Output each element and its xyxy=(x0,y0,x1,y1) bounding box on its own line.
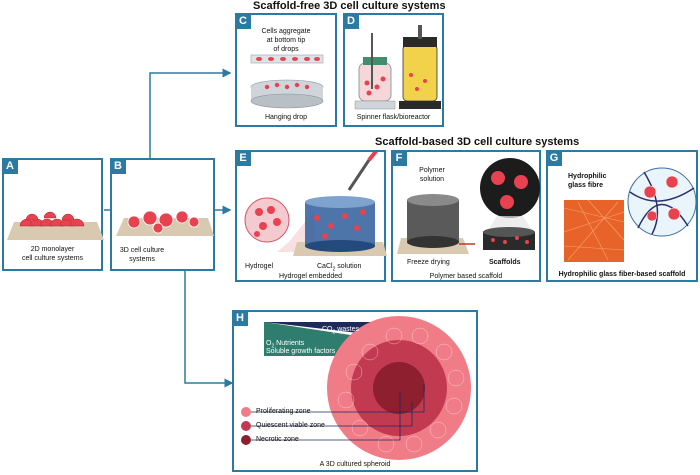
label-polymer: Polymer xyxy=(419,167,445,174)
caption-line1: 2D monolayer xyxy=(30,246,75,253)
panel-g-glass-fiber: G Hydrophilic glass fibre Hydrophilic gl… xyxy=(546,150,698,282)
hydrogel-embedding-illustration xyxy=(244,152,387,256)
polymer-scaffold-illustration xyxy=(397,158,540,254)
panel-letter: C xyxy=(235,13,251,29)
legend-quiescent-viable-zone: Quiescent viable zone xyxy=(256,422,325,429)
legend-necrotic-zone: Necrotic zone xyxy=(256,436,299,443)
panel-c-hanging-drop: C Cells aggregate at bottom tip of drops… xyxy=(235,13,337,127)
label-o2-nutrients: O2 Nutrients xyxy=(266,339,304,351)
panel-f-polymer-scaffold: F Polymer solution Freeze drying Scaffol… xyxy=(391,150,541,282)
spheroids-on-surface xyxy=(116,210,214,236)
panel-d-spinner-flask: D Spinner flask/bioreactor xyxy=(343,13,444,127)
monolayer-illustration xyxy=(7,211,104,240)
solution-text: solution xyxy=(335,263,362,270)
panel-e-hydrogel: E Hydrogel CaCl2 solution Hydrogel embed… xyxy=(235,150,387,282)
cacl-subscript: 2 xyxy=(332,266,336,273)
panel-letter: F xyxy=(391,150,407,166)
label-solution: solution xyxy=(419,176,445,183)
panel-letter: G xyxy=(546,150,562,166)
label-hydrophilic: Hydrophilic xyxy=(568,173,607,180)
label-bottom-tip: at bottom tip xyxy=(266,37,306,44)
label-scaffolds: Scaffolds xyxy=(489,259,521,266)
panel-letter: A xyxy=(2,158,18,174)
label-growth-factors: Soluble growth factors xyxy=(266,348,336,355)
panel-h-spheroid: H CO2 wastes O2 Nutrients Soluble growth… xyxy=(232,310,478,472)
caption-line2: cell culture systems xyxy=(21,255,84,262)
panel-letter: D xyxy=(343,13,359,29)
glass-fiber-scaffold-illustration xyxy=(563,167,697,262)
spinner-flask-bioreactor-illustration xyxy=(354,25,441,110)
panel-a-2d-monolayer: A 2D monolayer cell culture systems xyxy=(2,158,104,271)
caption: Hydrophilic glass fiber-based scaffold xyxy=(558,271,686,278)
nutrients-text: Nutrients xyxy=(274,340,305,347)
panel-letter: E xyxy=(235,150,251,166)
caption-line1: 3D cell culture xyxy=(119,247,165,254)
caption: Hydrogel embedded xyxy=(278,273,343,280)
label-cacl2-solution: CaCl2 solution xyxy=(317,262,361,274)
o2-subscript: 2 xyxy=(271,343,275,350)
hanging-drop-plate-illustration xyxy=(250,54,324,109)
label-hydrogel: Hydrogel xyxy=(245,263,274,270)
label-freeze-drying: Freeze drying xyxy=(407,259,450,266)
panel-letter: H xyxy=(232,310,248,326)
wastes-text: wastes xyxy=(335,326,360,333)
co2-text: CO xyxy=(322,326,333,333)
caption: Hanging drop xyxy=(264,114,308,121)
caption: Polymer based scaffold xyxy=(429,273,503,280)
label-of-drops: of drops xyxy=(273,46,299,53)
caption-line2: systems xyxy=(129,256,155,263)
caption: A 3D cultured spheroid xyxy=(319,461,391,468)
o2-text: O xyxy=(266,340,272,347)
label-co2-wastes: CO2 wastes xyxy=(322,325,359,337)
heading-scaffold-based: Scaffold-based 3D cell culture systems xyxy=(375,136,580,148)
legend-proliferating-zone: Proliferating zone xyxy=(256,408,311,415)
panel-letter: B xyxy=(110,158,126,174)
co2-subscript: 2 xyxy=(332,329,336,336)
panel-b-3d-culture: B 3D cell culture systems xyxy=(110,158,215,271)
cacl-text: CaCl xyxy=(317,263,333,270)
heading-scaffold-free: Scaffold-free 3D cell culture systems xyxy=(253,0,446,12)
label-glass-fibre: glass fibre xyxy=(568,182,604,189)
caption: Spinner flask/bioreactor xyxy=(356,114,431,121)
label-cells-aggregate: Cells aggregate xyxy=(261,28,311,35)
spheroid-zones-illustration xyxy=(241,316,471,460)
